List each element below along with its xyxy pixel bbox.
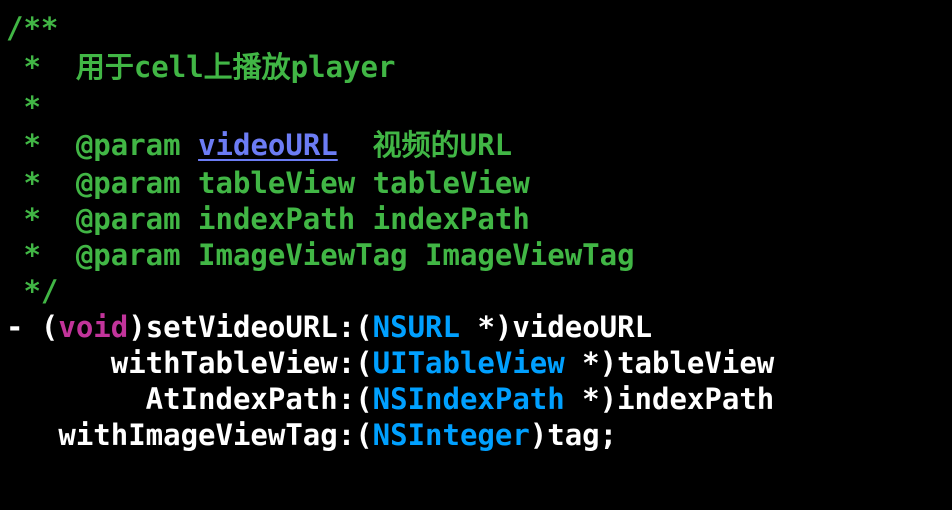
param-tag: * @param [6,128,199,162]
selector-part: withImageViewTag:( [6,418,373,452]
doc-comment-summary: * 用于cell上播放player [6,50,396,84]
method-signature-line-4: withImageViewTag:(NSInteger)tag; [6,417,617,453]
param-type: NSURL [372,310,460,344]
param-type: NSIndexPath [372,382,565,416]
method-signature-line-1: - (void)setVideoURL:(NSURL *)videoURL [6,309,652,345]
doc-comment-close: */ [6,274,59,308]
param-rest: *)tableView [564,346,775,380]
return-type-keyword: void [58,310,129,344]
param-type: UITableView [372,346,565,380]
doc-comment-param-imageviewtag: * @param ImageViewTag ImageViewTag [6,238,635,272]
param-rest: *)videoURL [459,310,653,344]
param-name-link[interactable]: videoURL [198,128,338,162]
method-signature-line-3: AtIndexPath:(NSIndexPath *)indexPath [6,381,775,417]
param-type: NSInteger [372,418,530,452]
doc-comment-open: /** [6,11,59,45]
method-dash: - ( [6,310,59,344]
doc-comment-param-videourl: * @param videoURL 视频的URL [6,127,512,163]
selector-part: )setVideoURL:( [128,310,373,344]
selector-part: AtIndexPath:( [6,382,373,416]
doc-comment-param-indexpath: * @param indexPath indexPath [6,202,530,236]
doc-comment-blank-line: * [6,90,41,124]
doc-comment-param-tableview: * @param tableView tableView [6,166,530,200]
param-rest: )tag; [529,418,618,452]
selector-part: withTableView:( [6,346,373,380]
param-description: 视频的URL [337,128,513,162]
param-rest: *)indexPath [564,382,775,416]
method-signature-line-2: withTableView:(UITableView *)tableView [6,345,774,381]
